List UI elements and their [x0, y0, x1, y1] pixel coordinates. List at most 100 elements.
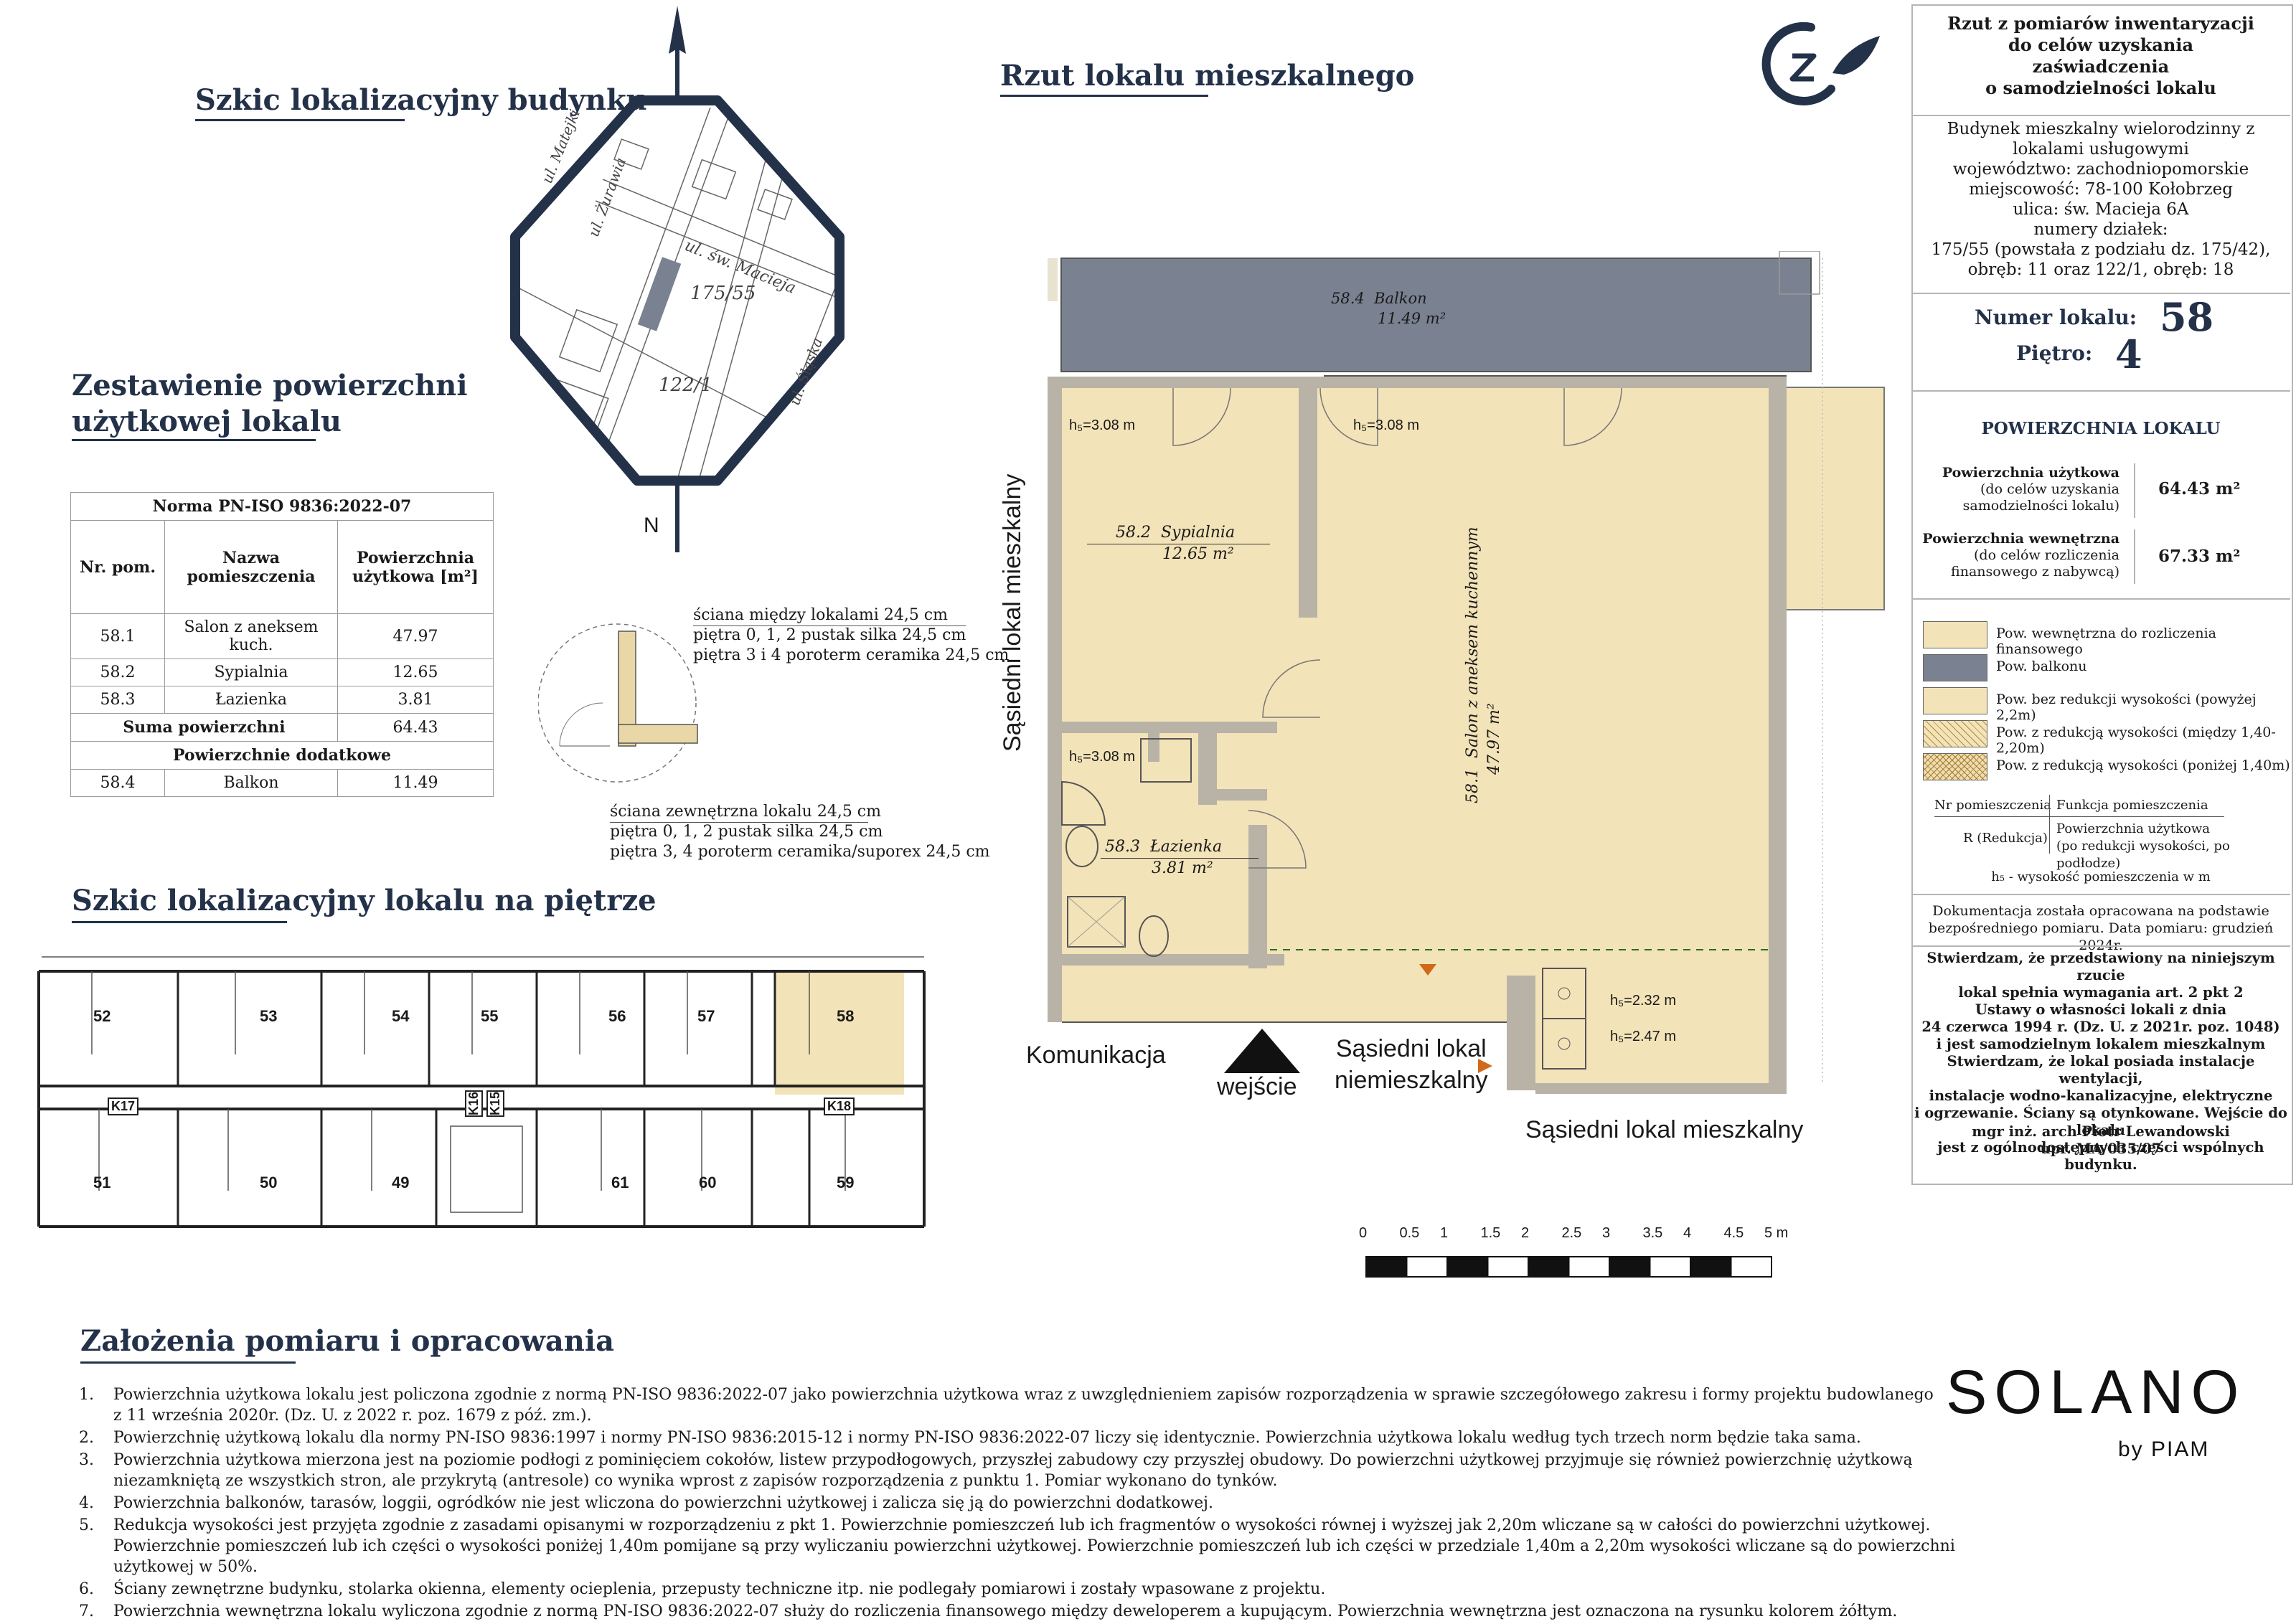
height-kitchen-2: h₅=2.47 m [1610, 1029, 1677, 1044]
entrance-label: wejście [1217, 1073, 1297, 1100]
table-row: 58.1 Salon z aneksem kuch. 47.97 [70, 613, 494, 659]
row-name: Łazienka [164, 686, 338, 714]
unit-51: 51 [93, 1174, 111, 1191]
panel-title: Rzut z pomiarów inwentaryzacji do celów … [1947, 13, 2254, 98]
legend-swatch [1923, 753, 1987, 780]
entrance-icon [1224, 1029, 1300, 1073]
info-panel [1911, 4, 2293, 1185]
key-line [2049, 795, 2050, 854]
note-number: 1. [79, 1386, 94, 1404]
unit-number-value: 58 [2160, 294, 2214, 340]
scale-label: 4.5 [1723, 1225, 1744, 1241]
scale-label: 3 [1602, 1225, 1611, 1241]
table-row: 58.3 Łazienka 3.81 [70, 686, 494, 714]
legend-label: Pow. bez redukcji wysokości (powyżej 2,2… [1996, 691, 2257, 723]
statement: Stwierdzam, że przedstawiony na niniejsz… [1914, 950, 2287, 1173]
internal-area-value: 67.33 m² [2158, 547, 2241, 566]
north-label: N [644, 514, 659, 537]
scale-segment [1609, 1256, 1651, 1278]
legend-label: Pow. z redukcją wysokości (poniżej 1,40m… [1996, 757, 2290, 773]
plan-title: Rzut lokalu mieszkalnego [1000, 59, 1415, 93]
note-text: użytkowej w 50%. [113, 1558, 258, 1576]
area-section-title: POWIERZCHNIA LOKALU [1981, 419, 2221, 438]
scale-segment [1690, 1256, 1732, 1278]
wall-detail-drawing [538, 623, 698, 783]
floor-sketch-title: Szkic lokalizacyjny lokalu na piętrze [72, 884, 657, 917]
note-text: Redukcja wysokości jest przyjęta zgodnie… [113, 1516, 1931, 1534]
brand-logo: SOLANO [1946, 1358, 2246, 1427]
unit-60: 60 [699, 1174, 717, 1191]
bedroom-area: 12.65 m² [1162, 545, 1234, 563]
legend-swatch [1923, 687, 1987, 714]
legend-swatch [1923, 654, 1987, 681]
extra-label: Powierzchnie dodatkowe [70, 741, 494, 770]
key-nr: Nr pomieszczenia [1934, 798, 2051, 813]
note-text: z 11 września 2020r. (Dz. U. z 2022 r. p… [113, 1407, 592, 1425]
location-title-underline [195, 119, 405, 121]
storage-k16: K16 [465, 1090, 483, 1118]
key-func: Funkcja pomieszczenia [2056, 798, 2208, 813]
sum-value: 64.43 [337, 713, 494, 742]
height-bathroom: h₅=3.08 m [1069, 749, 1136, 765]
living-area: 47.97 m² [1485, 703, 1503, 775]
scale-label: 3.5 [1642, 1225, 1663, 1241]
living-label: 58.1 Salon z aneksem kuchennym [1464, 527, 1482, 803]
floor-sketch-underline [72, 921, 287, 923]
storage-k15: K15 [486, 1090, 504, 1118]
row-nr: 58.3 [70, 686, 165, 714]
height-living: h₅=3.08 m [1353, 417, 1420, 433]
note-text: Powierzchnia wewnętrzna lokalu wyliczona… [113, 1602, 1898, 1620]
note-text: Ściany zewnętrzne budynku, stolarka okie… [113, 1580, 1326, 1598]
unit-56: 56 [608, 1007, 626, 1025]
legend-label: Pow. balkonu [1996, 658, 2087, 674]
row-area: 12.65 [337, 658, 494, 686]
scale-label: 5 m [1764, 1225, 1789, 1241]
panel-divider [1913, 894, 2290, 895]
row-nr: 58.2 [70, 658, 165, 686]
floor-sketch [37, 956, 926, 1228]
scale-label: 2 [1521, 1225, 1530, 1241]
scale-label: 0.5 [1399, 1225, 1420, 1241]
balcony-label: 58.4 Balkon [1331, 290, 1427, 307]
unit-49: 49 [392, 1174, 410, 1191]
note-text: Powierzchnia użytkowa lokalu jest policz… [113, 1386, 1934, 1404]
sum-label: Suma powierzchni [70, 713, 338, 742]
scale-label: 4 [1683, 1225, 1692, 1241]
row-name: Balkon [164, 769, 338, 797]
unit-52: 52 [93, 1007, 111, 1025]
row-nr: 58.1 [70, 613, 165, 659]
note-number: 7. [79, 1602, 94, 1620]
balcony-area: 11.49 m² [1378, 310, 1446, 327]
area-divider [2134, 529, 2135, 584]
area-table: Norma PN-ISO 9836:2022-07 Nr. pom. Nazwa… [70, 492, 494, 797]
note-number: 2. [79, 1429, 94, 1447]
scale-segment [1730, 1256, 1772, 1278]
panel-divider [1913, 115, 2290, 116]
panel-divider [1913, 293, 2290, 294]
storage-k17: K17 [108, 1097, 139, 1115]
row-area: 11.49 [337, 769, 494, 797]
wall-note-inner: ściana między lokalami 24,5 cm piętra 0,… [693, 606, 1010, 664]
wall-note-leader [693, 625, 966, 626]
wall-note-outer: ściana zewnętrzna lokalu 24,5 cm piętra … [610, 803, 990, 861]
scale-segment [1487, 1256, 1529, 1278]
height-bedroom: h₅=3.08 m [1069, 417, 1136, 433]
note-number: 3. [79, 1451, 94, 1469]
assumptions-title-underline [80, 1361, 296, 1364]
summary-title-line2: użytkowej lokalu [72, 405, 342, 438]
table-row: 58.4 Balkon 11.49 [70, 769, 494, 797]
legend-swatch [1923, 621, 1987, 648]
plot-175-55: 175/55 [690, 283, 756, 304]
key-red: R (Redukcja) [1963, 831, 2048, 846]
row-nr: 58.4 [70, 769, 165, 797]
scale-segment [1406, 1256, 1448, 1278]
assumptions-title: Założenia pomiaru i opracowania [80, 1324, 614, 1358]
brand-by: by PIAM [2118, 1437, 2210, 1461]
key-hs: h₅ - wysokość pomieszczenia w m [1991, 869, 2211, 884]
row-name: Salon z aneksem kuch. [164, 613, 338, 659]
scale-segment [1365, 1256, 1408, 1278]
legend-label: Pow. z redukcją wysokości (między 1,40-2… [1996, 724, 2276, 756]
scale-segment [1568, 1256, 1610, 1278]
scale-segment [1528, 1256, 1570, 1278]
